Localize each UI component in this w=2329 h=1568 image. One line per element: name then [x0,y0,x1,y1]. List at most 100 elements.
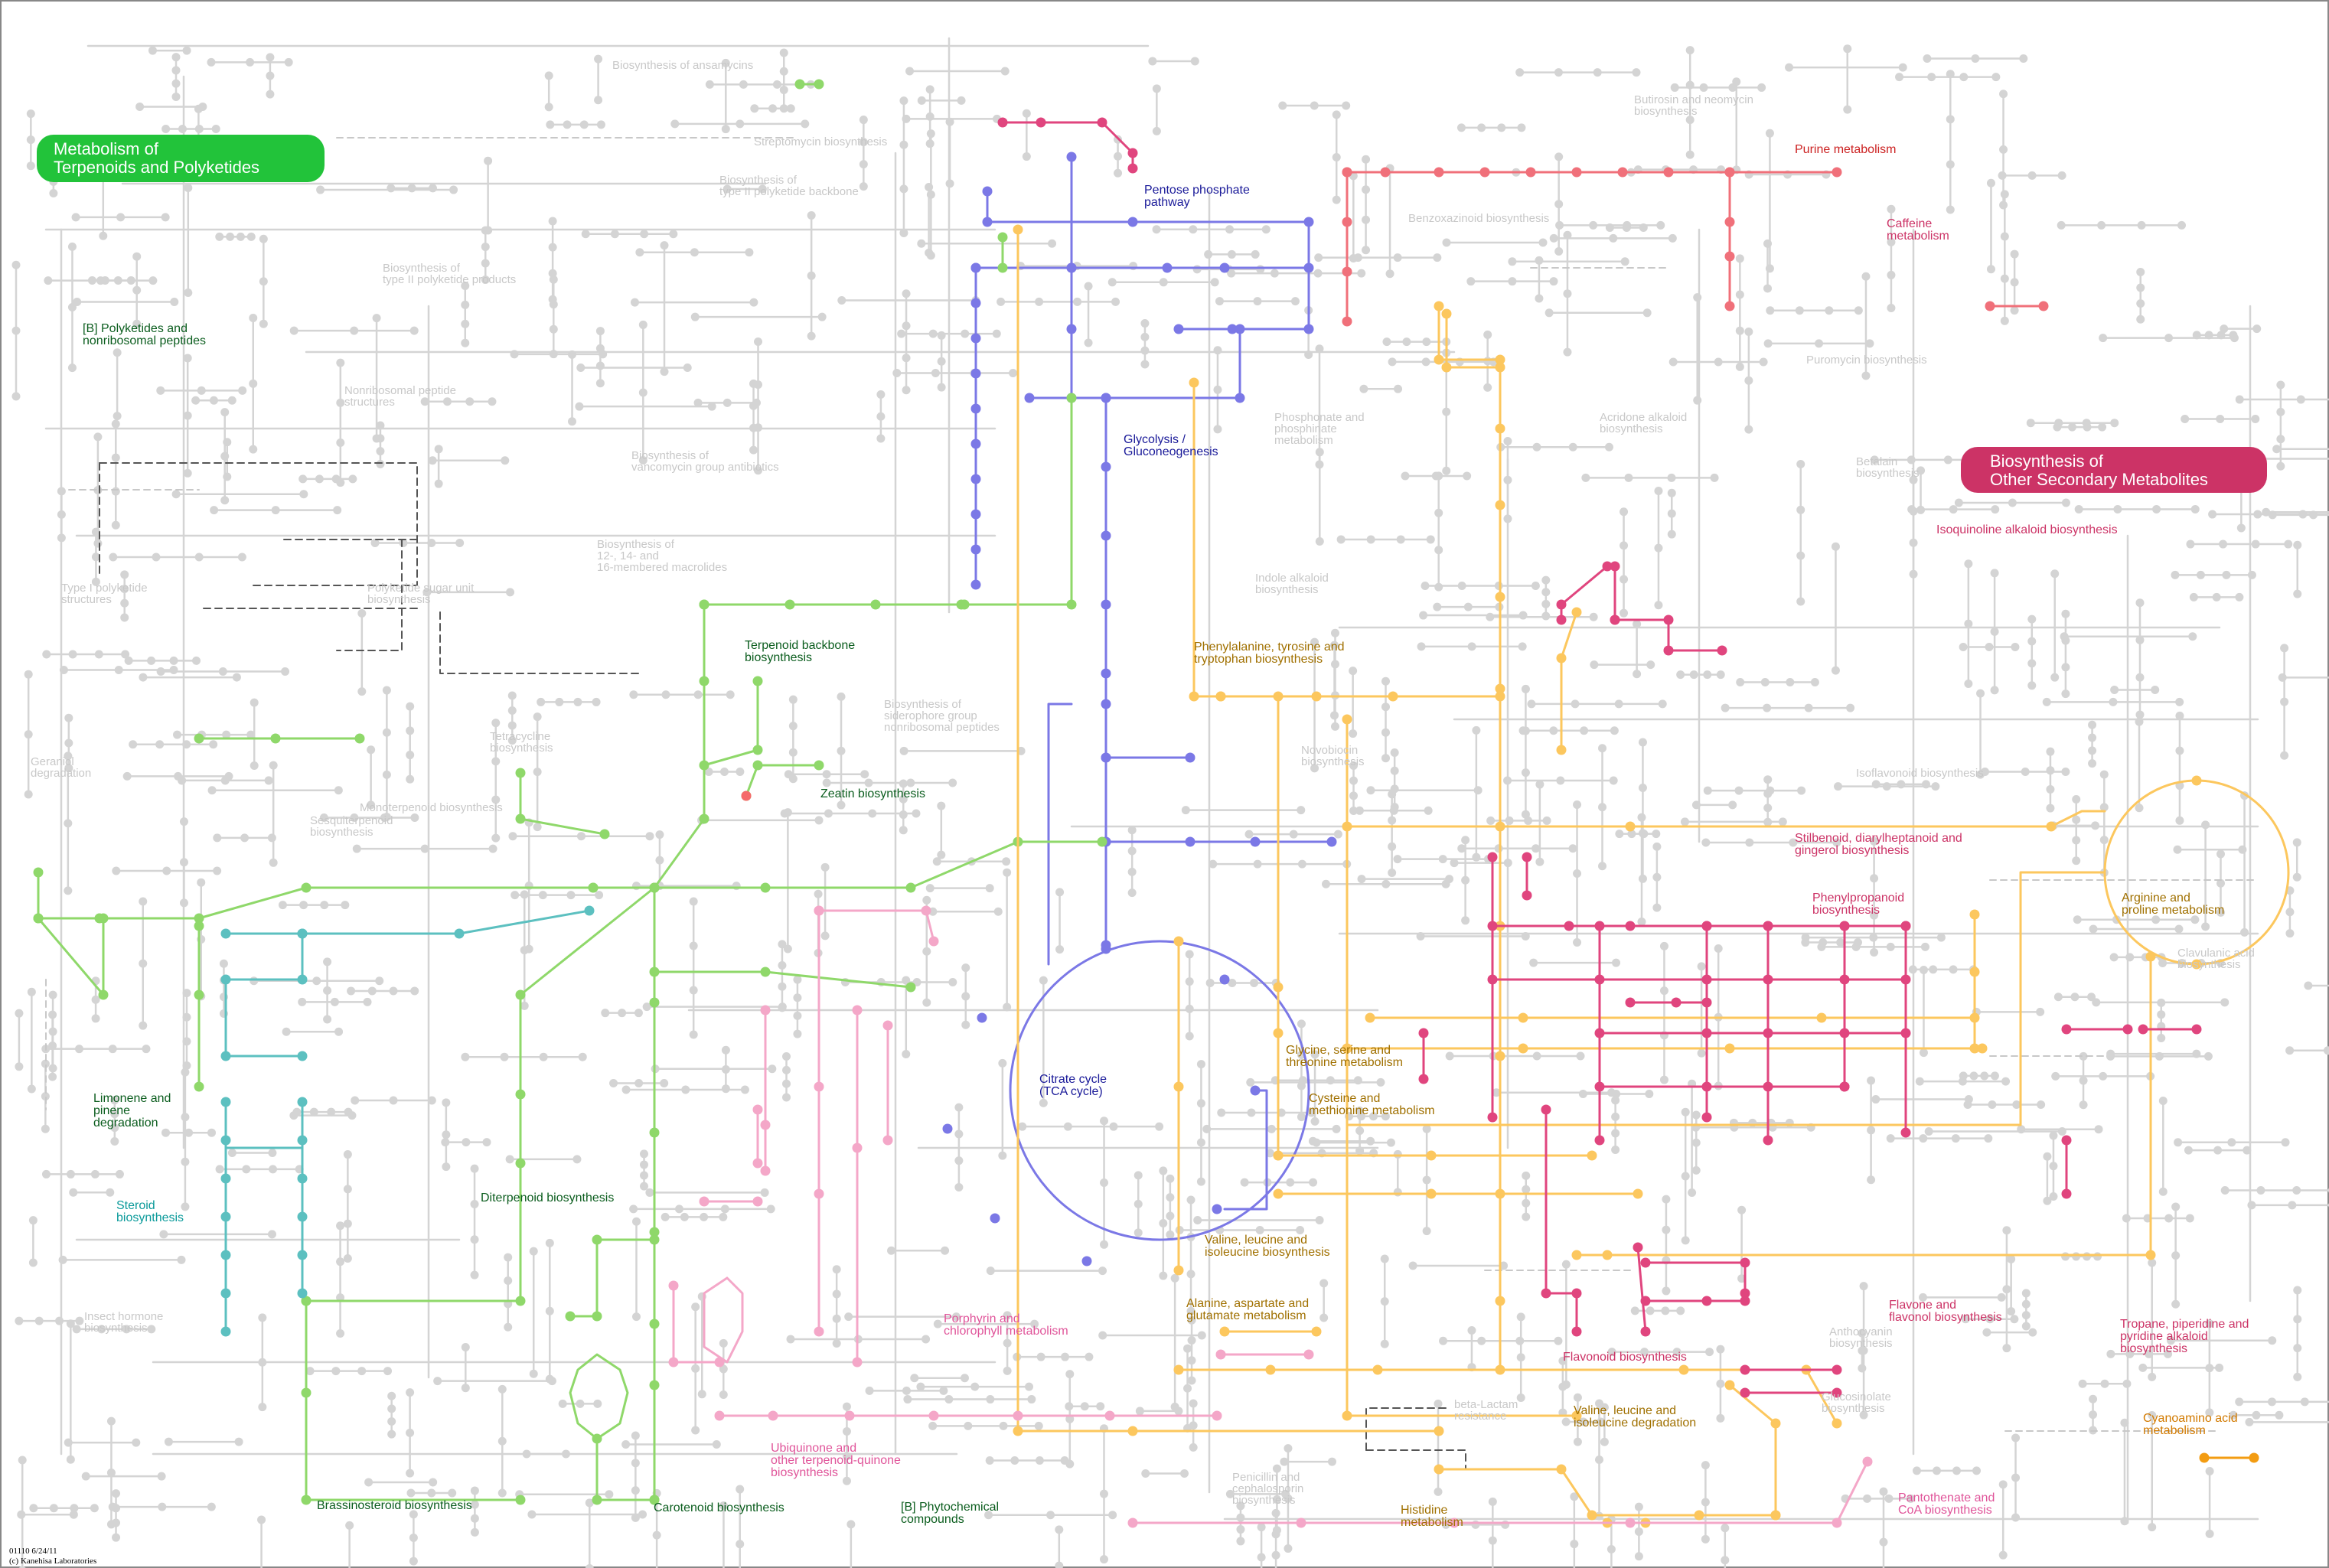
grey-node [1701,1534,1710,1544]
mag-tropane-a-node [2122,1024,2133,1035]
ghost-label-line: Biosynthesis of [884,698,962,711]
blue-to-aa-node [1326,836,1337,847]
green-carotenoid-trunk-node [649,997,660,1008]
grey-node [1744,425,1753,434]
tca-node [1219,974,1230,985]
grey-node [1380,1297,1389,1306]
grey-node [170,297,179,306]
grey-node [491,757,501,766]
yellow-aa-row-node [1342,1043,1352,1054]
pink-coa-node [1127,1517,1138,1528]
grey-node [1393,1149,1402,1159]
grey-node [1961,1315,1970,1324]
grey-node [330,997,339,1006]
grey-node [1580,726,1589,735]
yellow-aa-row-node [1518,1043,1528,1054]
grey-node [1022,152,1031,161]
grey-node [2079,1076,2088,1085]
blue-pentose-node [1303,324,1314,334]
grey-node [899,826,908,835]
grey-node [207,57,216,67]
grey-node [2216,414,2225,423]
grey-node [1210,278,1219,287]
grey-node [566,891,576,900]
pathway-label-line: threonine metabolism [1286,1056,1403,1069]
green-carotenoid-trunk-node [649,1380,660,1390]
grey-node [1620,608,1629,618]
red-caffeine-node [2038,301,2049,311]
grey-node [2046,784,2055,794]
grey-node [634,1078,644,1087]
grey-node [2184,1146,2193,1155]
grey-node [169,665,178,674]
pink-ubi2-node [752,1158,763,1169]
grey-node [925,112,935,121]
grey-node [2292,872,2301,882]
grey-node [171,490,181,499]
green-loop [569,1353,629,1440]
pink-por-b-node [882,1135,893,1146]
grey-node [504,1253,513,1262]
grey-node [1611,1112,1620,1121]
grey-node [593,1399,602,1408]
grey-node [1652,842,1662,851]
grey-node [461,1342,470,1351]
grey-node [944,1395,954,1404]
grey-node [312,976,321,986]
grey-node [2245,1417,2254,1426]
dashed-links [45,137,2259,1470]
ghost-label-line: biosynthesis [490,742,553,755]
grey-node [1609,776,1618,785]
green-tetra-node [599,829,610,839]
grey-node [110,1110,119,1119]
grey-node [822,778,831,787]
grey-node [1433,253,1442,262]
grey-node [336,1329,345,1338]
grey-node [258,1313,267,1322]
grey-node [1662,1195,1671,1204]
grey-node [383,1367,393,1376]
grey-node [242,1165,251,1174]
grey-node [910,1374,919,1383]
grey-node [109,553,118,562]
grey-node [26,109,35,119]
grey-node [2072,795,2081,804]
grey-node [2135,804,2144,813]
grey-node [1555,220,1564,230]
ghost-label-line: metabolism [1274,434,1333,447]
yellow-aro-node [1495,500,1505,510]
grey-node [1923,54,1932,64]
grey-node [1870,948,1879,957]
grey-node [24,670,33,679]
green-cyclic-a-edge [569,1238,656,1318]
grey-node [343,1185,352,1194]
pathway-label-line: flavonol biosynthesis [1889,1311,2002,1324]
grey-node [807,331,816,341]
grey-node [1349,807,1359,816]
grey-node [1236,1513,1245,1522]
grey-node [406,751,415,760]
grey-node [2293,1315,2302,1324]
grey-node [1036,1352,1045,1361]
grey-node [2243,1146,2252,1155]
grey-node [2120,1418,2129,1427]
grey-node [2072,856,2081,865]
grey-node [921,1335,931,1344]
grey-node [2272,445,2282,454]
grey-node [382,728,391,737]
grey-node [94,650,103,659]
grey-node [1349,776,1359,785]
green-carotenoid-trunk-node [649,1319,660,1329]
grey-node [786,104,795,113]
blue-left-trunk-node [970,368,981,379]
grey-node [1127,846,1137,856]
grey-node [2174,1138,2183,1147]
grey-node [2256,1185,2265,1195]
grey-node [1589,612,1598,621]
grey-node [323,957,332,967]
yellow-val-deg-node [1678,1364,1689,1375]
pathway-label-line: Caffeine [1887,217,1932,230]
